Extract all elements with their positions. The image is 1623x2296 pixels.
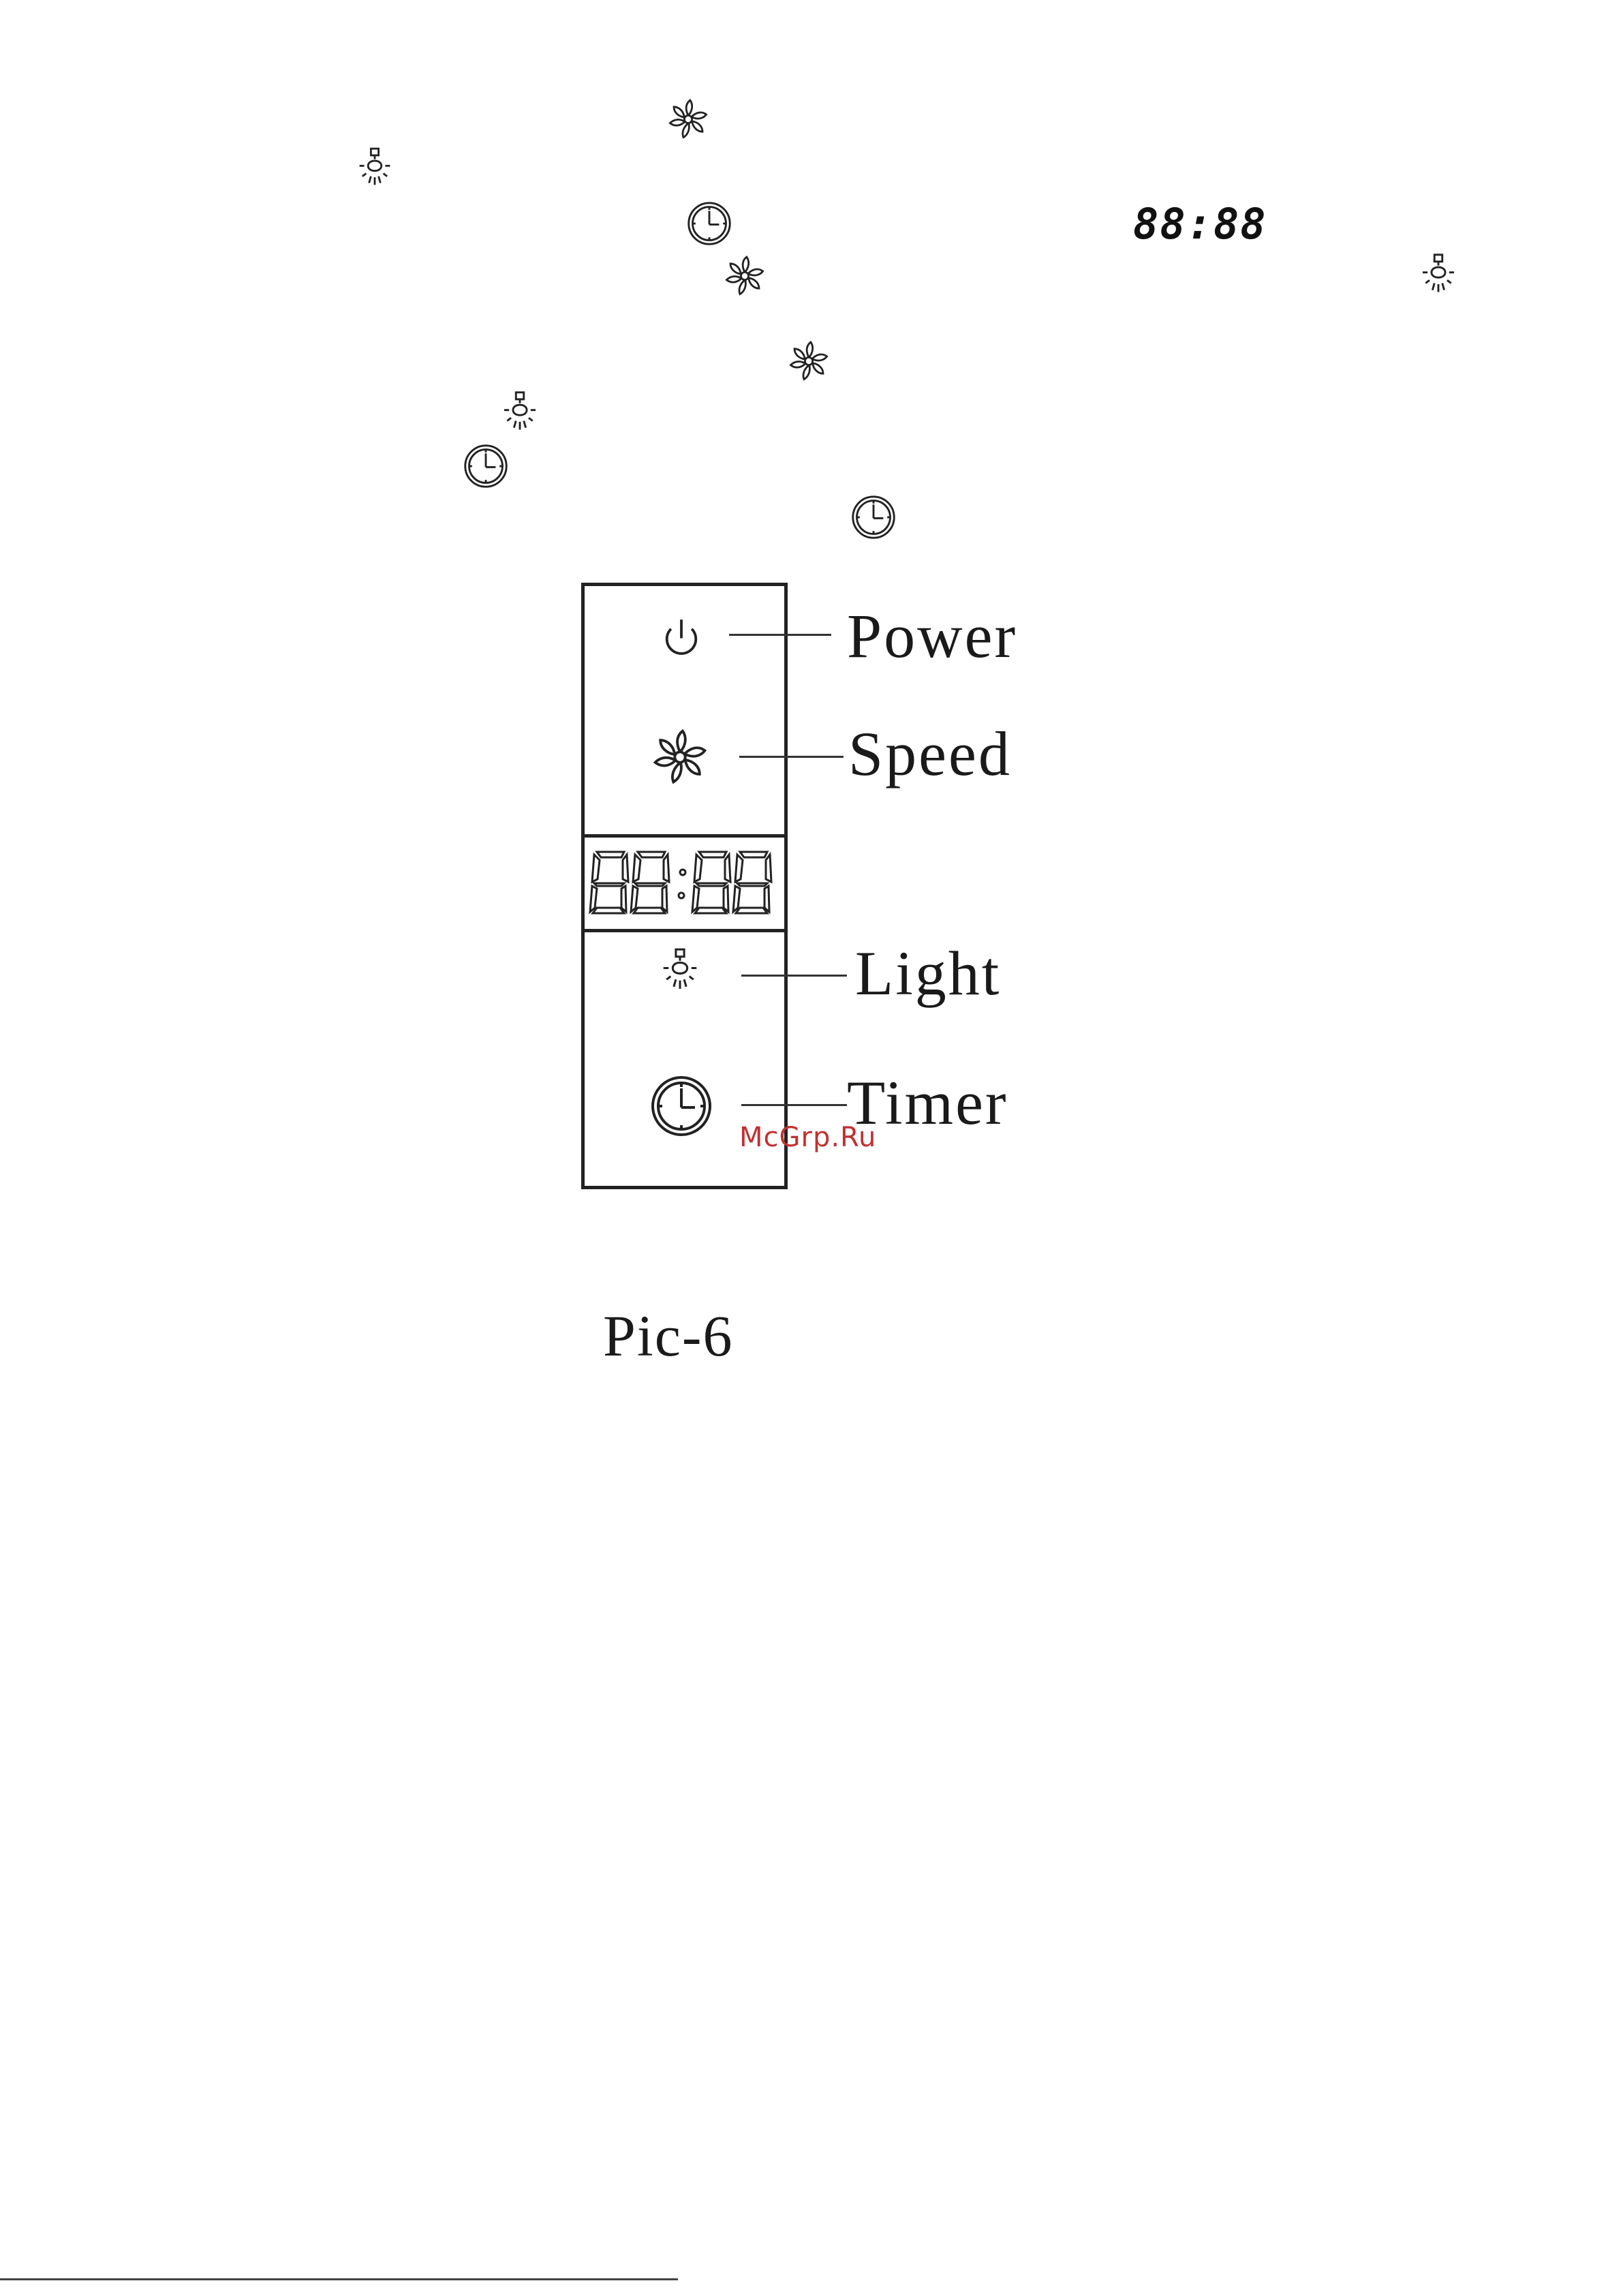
timer-leader-line — [741, 1104, 847, 1106]
light-bulb-icon — [654, 942, 706, 1000]
light-bulb-icon — [351, 143, 399, 194]
speed-leader-line — [739, 756, 844, 758]
light-bulb-icon — [1414, 249, 1463, 302]
speed-label: Speed — [848, 722, 1012, 785]
segment-display — [587, 845, 780, 921]
fan-icon — [785, 337, 833, 385]
footer-rule — [0, 2278, 678, 2280]
light-label: Light — [855, 942, 1001, 1005]
clock-icon — [685, 199, 734, 248]
power-leader-line — [729, 634, 831, 636]
watermark: McGrp.Ru — [739, 1122, 876, 1153]
power-label: Power — [847, 604, 1017, 667]
figure-caption: Pic-6 — [603, 1302, 734, 1370]
fan-icon — [647, 724, 713, 790]
clock-icon — [849, 493, 898, 542]
clock-icon — [647, 1072, 715, 1140]
power-icon — [655, 613, 707, 665]
light-bulb-icon — [495, 386, 544, 440]
clock-icon — [461, 442, 510, 491]
light-leader-line — [741, 975, 847, 977]
fan-icon — [664, 95, 712, 143]
fan-icon — [721, 252, 769, 300]
inline-display-value: 88:88 — [1133, 199, 1267, 249]
